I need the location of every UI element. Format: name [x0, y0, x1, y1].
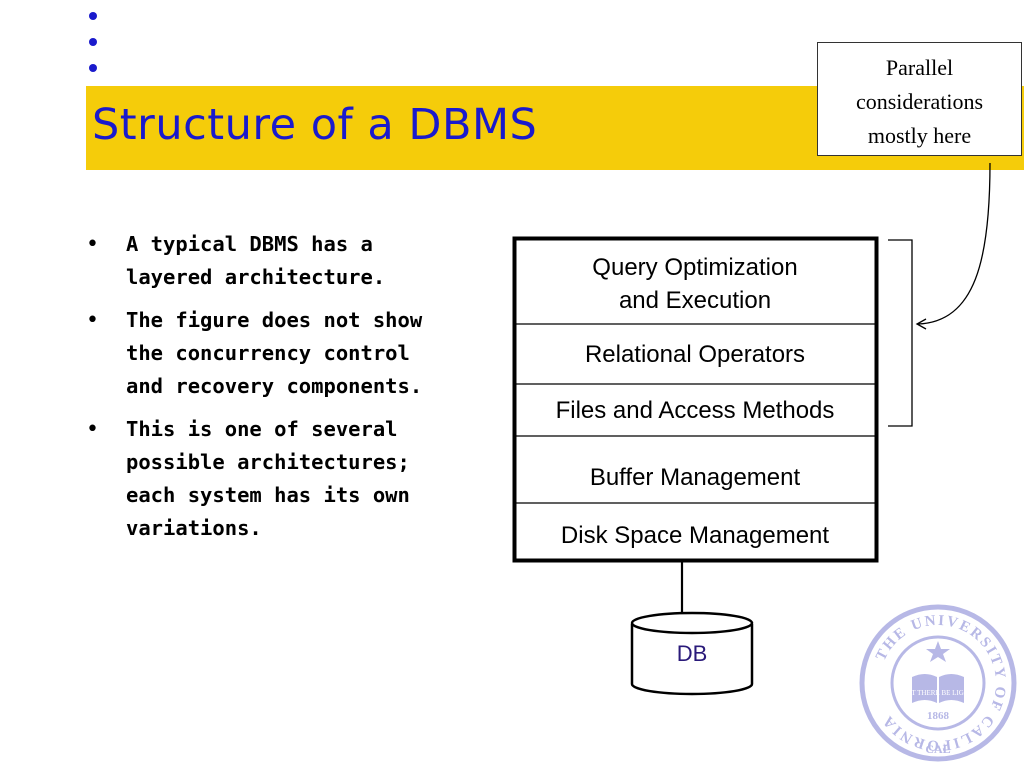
bullet-item-1: • A typical DBMS has a layered architect… — [86, 228, 491, 294]
bullet-marker: • — [86, 308, 99, 333]
slide-title: Structure of a DBMS — [92, 100, 538, 150]
bullet-1-line-1: A typical DBMS has a — [126, 232, 373, 256]
layer-buffer-management: Buffer Management — [516, 444, 874, 510]
layer-bracket — [888, 239, 913, 427]
bullet-3-line-2: possible architectures; — [126, 450, 410, 474]
bullet-item-3: • This is one of several possible archit… — [86, 413, 491, 545]
decoration-dot-1 — [89, 12, 97, 20]
layer-stack-border — [512, 236, 879, 563]
callout-line-2: considerations — [855, 89, 984, 114]
layer-query-optimization: Query Optimization and Execution — [516, 244, 874, 324]
decoration-dot-2 — [89, 38, 97, 46]
bullet-3-line-1: This is one of several — [126, 417, 398, 441]
layer-relational-operators: Relational Operators — [516, 325, 874, 384]
bullet-3-line-4: variations. — [126, 516, 262, 540]
bullet-2-line-1: The figure does not show — [126, 308, 423, 332]
bullet-2-line-3: and recovery components. — [126, 374, 423, 398]
arrow-head — [915, 318, 927, 330]
callout-arrow — [917, 162, 991, 325]
callout-line-1: Parallel — [885, 55, 954, 80]
seal-year: 1868 — [927, 710, 950, 722]
university-seal-logo: THE UNIVERSITY OF CALIFORNIA LET THERE B… — [859, 604, 1017, 762]
db-cylinder-top — [630, 611, 754, 635]
bullet-marker: • — [86, 232, 99, 257]
layer-disk-space-management: Disk Space Management — [516, 507, 874, 563]
db-label: DB — [676, 641, 708, 666]
layer-3-label: Files and Access Methods — [555, 397, 835, 424]
bullet-2-line-2: the concurrency control — [126, 341, 410, 365]
bullet-item-2: • The figure does not show the concurren… — [86, 304, 491, 403]
layer-4-label: Buffer Management — [589, 463, 801, 491]
seal-bottom-text: CAL — [925, 742, 950, 756]
layer-2-label: Relational Operators — [584, 341, 806, 368]
layer-5-label: Disk Space Management — [560, 521, 830, 549]
layer-1-line-2: and Execution — [618, 287, 772, 314]
callout-line-3: mostly here — [867, 123, 972, 148]
bullet-3-line-3: each system has its own — [126, 483, 410, 507]
bullet-list: • A typical DBMS has a layered architect… — [86, 228, 491, 555]
bullet-marker: • — [86, 417, 99, 442]
db-cylinder-bottom — [630, 683, 754, 696]
seal-motto: LET THERE BE LIGHT — [903, 689, 974, 697]
decoration-dot-3 — [89, 64, 97, 72]
layer-1-line-1: Query Optimization — [592, 254, 798, 281]
bullet-1-line-2: layered architecture. — [126, 265, 386, 289]
layer-files-access-methods: Files and Access Methods — [516, 385, 874, 436]
parallel-considerations-callout: Parallel considerations mostly here — [817, 42, 1022, 156]
